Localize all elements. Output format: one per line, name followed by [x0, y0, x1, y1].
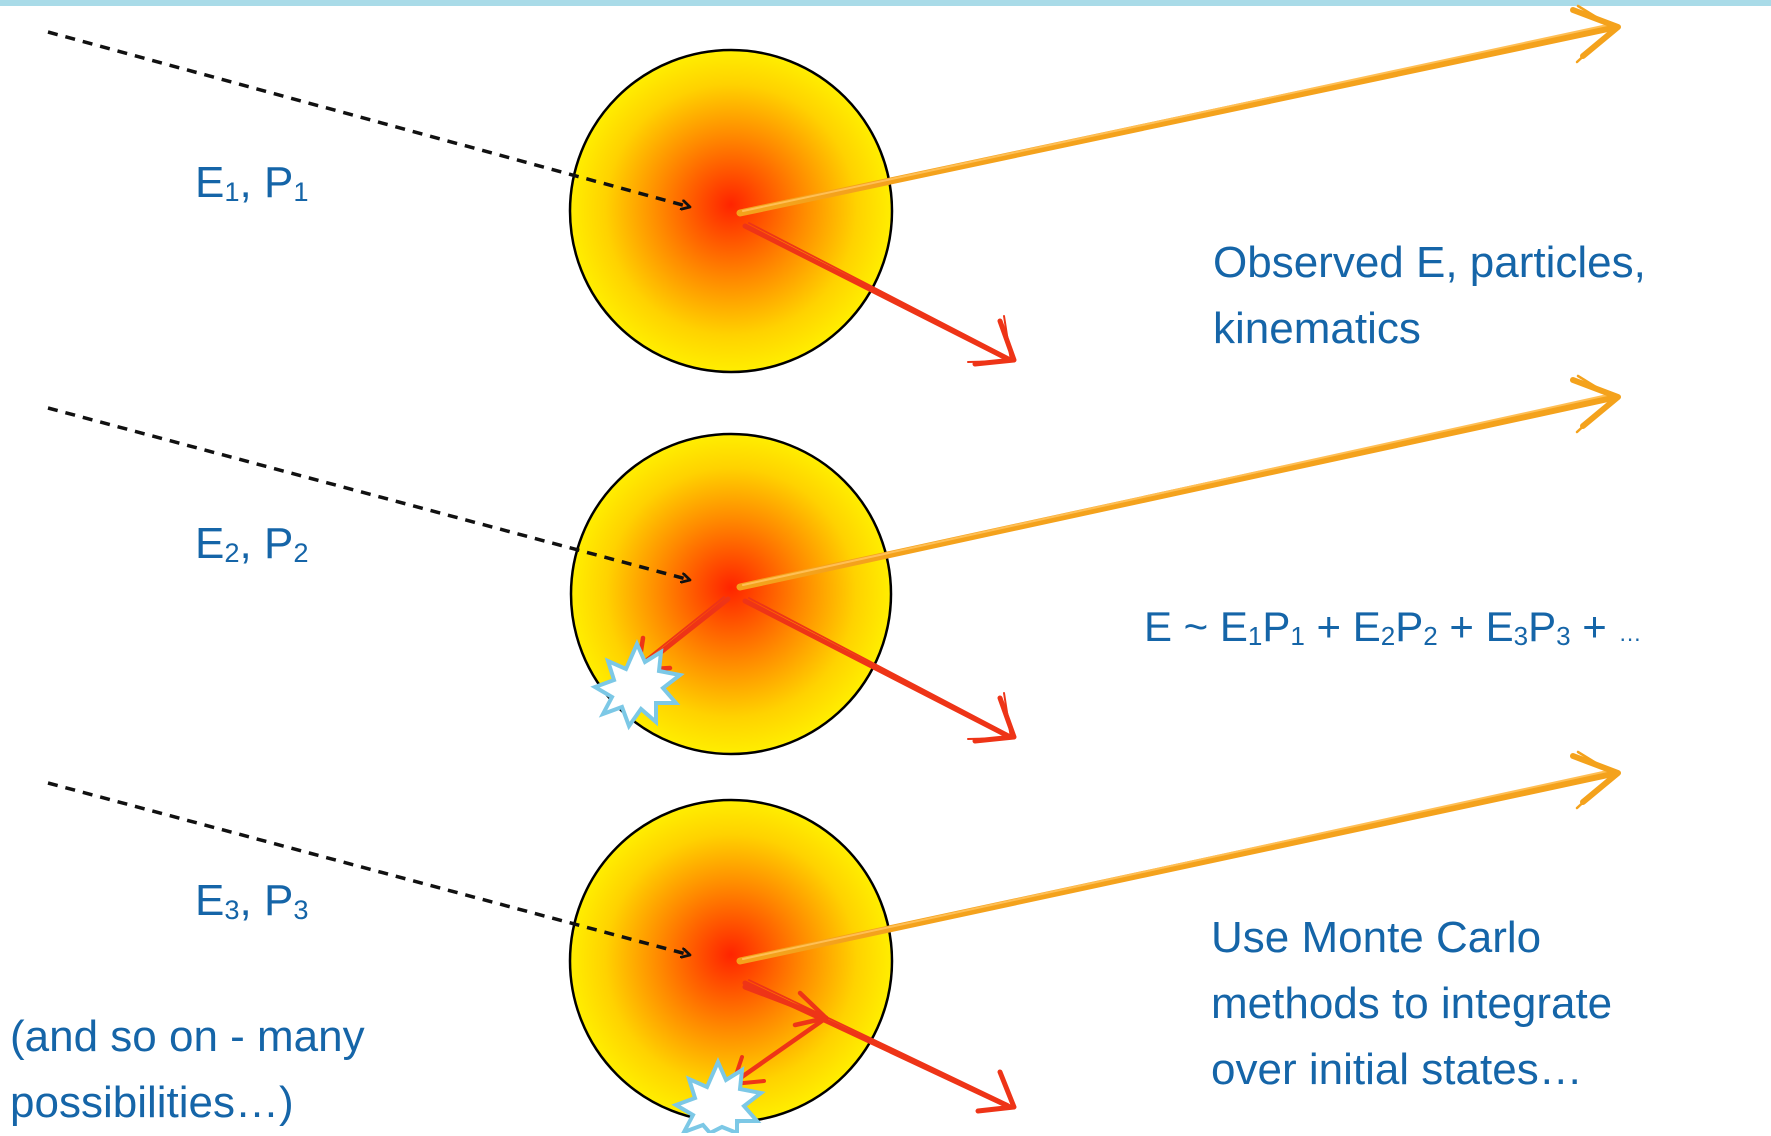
initial-state-label-2: E2, P2	[195, 519, 309, 569]
incoming-dotted-arrow-1	[47, 30, 690, 207]
observed-annotation: Observed E, particles, kinematics	[1213, 230, 1646, 362]
nucleus-sphere-3	[568, 798, 894, 1124]
monte-carlo-line-3: over initial states…	[1211, 1045, 1583, 1094]
monte-carlo-annotation: Use Monte Carlo methods to integrate ove…	[1211, 905, 1612, 1103]
orange-outgoing-arrow-1	[736, 4, 1621, 217]
red-outgoing-arrow-1	[742, 222, 1017, 367]
orange-outgoing-arrow-2	[736, 374, 1621, 591]
and-so-on-annotation: (and so on - many possibilities…)	[10, 1004, 365, 1136]
incoming-dotted-arrow-2	[47, 406, 690, 580]
energy-sum-equation: E ~ E1P1 + E2P2 + E3P3 + …	[1144, 603, 1642, 651]
observed-line-2: kinematics	[1213, 304, 1421, 353]
initial-state-label-3: E3, P3	[195, 876, 309, 926]
interaction-burst-icon	[590, 639, 685, 731]
top-rule	[0, 0, 1771, 6]
initial-state-label-1: E1, P1	[195, 158, 309, 208]
collision-row-1	[47, 4, 1621, 374]
nucleus-sphere-1	[568, 48, 894, 374]
interaction-burst-icon	[671, 1057, 766, 1133]
and-so-on-line-1: (and so on - many	[10, 1012, 365, 1061]
observed-line-1: Observed E, particles,	[1213, 238, 1646, 287]
incoming-dotted-arrow-3	[47, 781, 690, 955]
collision-row-3	[47, 750, 1621, 1133]
and-so-on-line-2: possibilities…)	[10, 1078, 294, 1127]
monte-carlo-line-1: Use Monte Carlo	[1211, 913, 1542, 962]
monte-carlo-line-2: methods to integrate	[1211, 979, 1613, 1028]
red-outgoing-arrow-2	[742, 597, 1017, 744]
orange-outgoing-arrow-3	[736, 750, 1621, 965]
collision-row-2	[47, 374, 1621, 756]
